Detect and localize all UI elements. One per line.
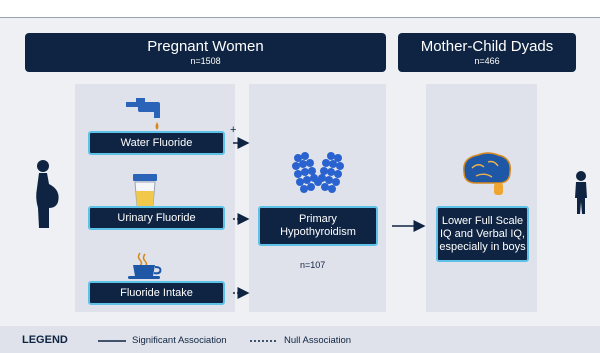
dyads-count: n=466 — [474, 55, 500, 66]
primary-hypothyroidism-box: Primary Hypothyroidism — [258, 206, 378, 246]
urine-cup-icon — [133, 174, 157, 207]
hypothyroidism-count: n=107 — [300, 260, 326, 270]
primary-hypothyroidism-label: Primary Hypothyroidism — [280, 213, 356, 238]
urinary-fluoride-label: Urinary Fluoride — [117, 211, 196, 224]
dyads-header: Mother-Child Dyads n=466 — [398, 33, 576, 72]
child-icon — [575, 171, 587, 214]
dotted-line-icon — [250, 339, 278, 342]
iq-outcome-label: Lower Full Scale IQ and Verbal IQ, espec… — [439, 214, 526, 253]
fluoride-intake-label: Fluoride Intake — [120, 286, 193, 299]
pregnant-woman-icon — [36, 160, 59, 228]
pregnant-women-count: n=1508 — [190, 55, 221, 66]
water-fluoride-box: Water Fluoride — [88, 131, 225, 155]
dyads-title: Mother-Child Dyads — [420, 37, 554, 55]
legend: LEGEND Significant Association Null Asso… — [0, 326, 600, 353]
solid-line-icon — [98, 339, 126, 342]
pregnant-women-title: Pregnant Women — [147, 37, 264, 55]
legend-null-label: Null Association — [284, 335, 352, 346]
iq-outcome-box: Lower Full Scale IQ and Verbal IQ, espec… — [436, 206, 529, 262]
tea-cup-icon — [128, 252, 162, 279]
pregnant-women-header: Pregnant Women n=1508 — [25, 33, 386, 72]
positive-sign: + — [230, 124, 237, 136]
top-divider — [0, 17, 600, 18]
urinary-fluoride-box: Urinary Fluoride — [88, 206, 225, 230]
legend-significant: Significant Association — [98, 335, 227, 346]
brain-icon — [463, 152, 511, 195]
legend-significant-label: Significant Association — [132, 335, 227, 346]
water-fluoride-label: Water Fluoride — [120, 136, 193, 149]
mediator-column — [249, 84, 386, 312]
outcome-column — [426, 84, 537, 312]
legend-title: LEGEND — [22, 334, 68, 346]
thyroid-icon — [292, 152, 344, 193]
water-tap-icon — [126, 98, 160, 130]
fluoride-intake-box: Fluoride Intake — [88, 281, 225, 305]
legend-null: Null Association — [250, 335, 351, 346]
